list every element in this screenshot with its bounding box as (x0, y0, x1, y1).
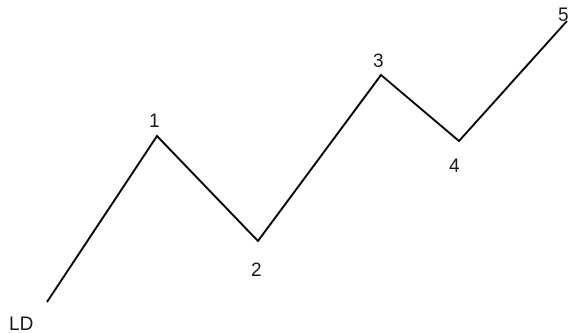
wave-point-label-3: 3 (373, 51, 384, 72)
wave-point-label-ld: LD (9, 314, 33, 333)
wave-line (46, 20, 568, 303)
wave-point-label-1: 1 (149, 111, 160, 132)
wave-point-label-2: 2 (251, 260, 262, 281)
wave-point-label-4: 4 (449, 156, 460, 177)
wave-point-label-5: 5 (558, 5, 569, 26)
